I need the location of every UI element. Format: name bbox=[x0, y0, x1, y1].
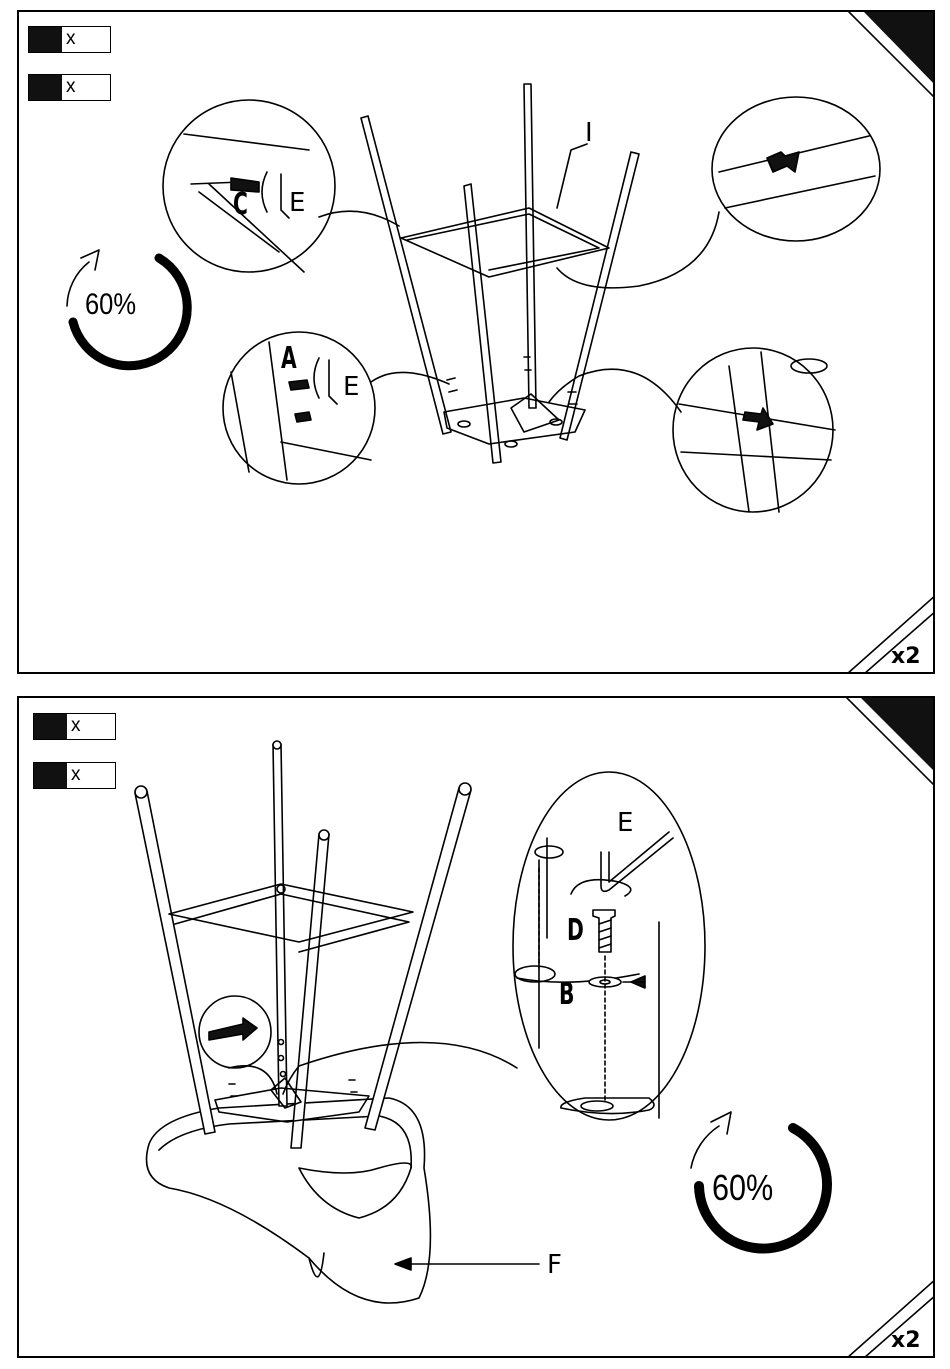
corner-marker-top bbox=[864, 12, 935, 87]
part-label-b: B bbox=[559, 980, 574, 1010]
part-label-e: E bbox=[617, 810, 633, 836]
step-2-drawing bbox=[19, 698, 935, 1358]
seat-shell bbox=[147, 1098, 431, 1303]
part-label-e-top: E bbox=[289, 190, 305, 216]
corner-marker-top bbox=[861, 698, 935, 774]
part-label-a: A bbox=[281, 344, 297, 374]
part-count-badge-2: x bbox=[28, 74, 111, 101]
rotation-label: 60% bbox=[85, 290, 136, 320]
part-count-badge-1: x bbox=[28, 26, 111, 53]
part-count-text: x bbox=[62, 27, 110, 52]
screw-markers bbox=[447, 357, 577, 404]
detail-magnifier-a bbox=[223, 332, 449, 484]
part-count-text: x bbox=[62, 75, 110, 100]
detail-magnifier-small bbox=[199, 996, 277, 1094]
part-count-badge-1: x bbox=[33, 713, 116, 740]
assembly-step-2: x x E D B F 60% x2 bbox=[17, 696, 935, 1358]
footrest-frame bbox=[401, 208, 609, 277]
part-count-text: x bbox=[67, 763, 115, 788]
part-label-f: F bbox=[547, 1252, 562, 1278]
assembly-step-1: x x 60% I C E A E x2 bbox=[17, 10, 935, 674]
step-1-drawing bbox=[19, 12, 935, 674]
rotation-label: 60% bbox=[712, 1170, 773, 1206]
part-label-d: D bbox=[567, 916, 584, 946]
part-swatch bbox=[34, 714, 67, 739]
part-label-e-mid: E bbox=[343, 374, 359, 400]
part-swatch bbox=[29, 27, 62, 52]
part-swatch bbox=[34, 763, 67, 788]
part-count-text: x bbox=[67, 714, 115, 739]
stool-legs bbox=[135, 741, 471, 1148]
part-i-leader bbox=[557, 144, 587, 208]
quantity-multiplier: x2 bbox=[891, 646, 921, 668]
part-count-badge-2: x bbox=[33, 762, 116, 789]
quantity-multiplier: x2 bbox=[891, 1330, 921, 1352]
detail-magnifier-bottom-right bbox=[549, 348, 835, 512]
stool-legs bbox=[361, 84, 639, 463]
footrest-frame bbox=[169, 884, 413, 952]
part-label-c: C bbox=[233, 190, 248, 220]
detail-magnifier-large bbox=[283, 772, 705, 1120]
part-swatch bbox=[29, 75, 62, 100]
part-label-i: I bbox=[585, 120, 593, 146]
